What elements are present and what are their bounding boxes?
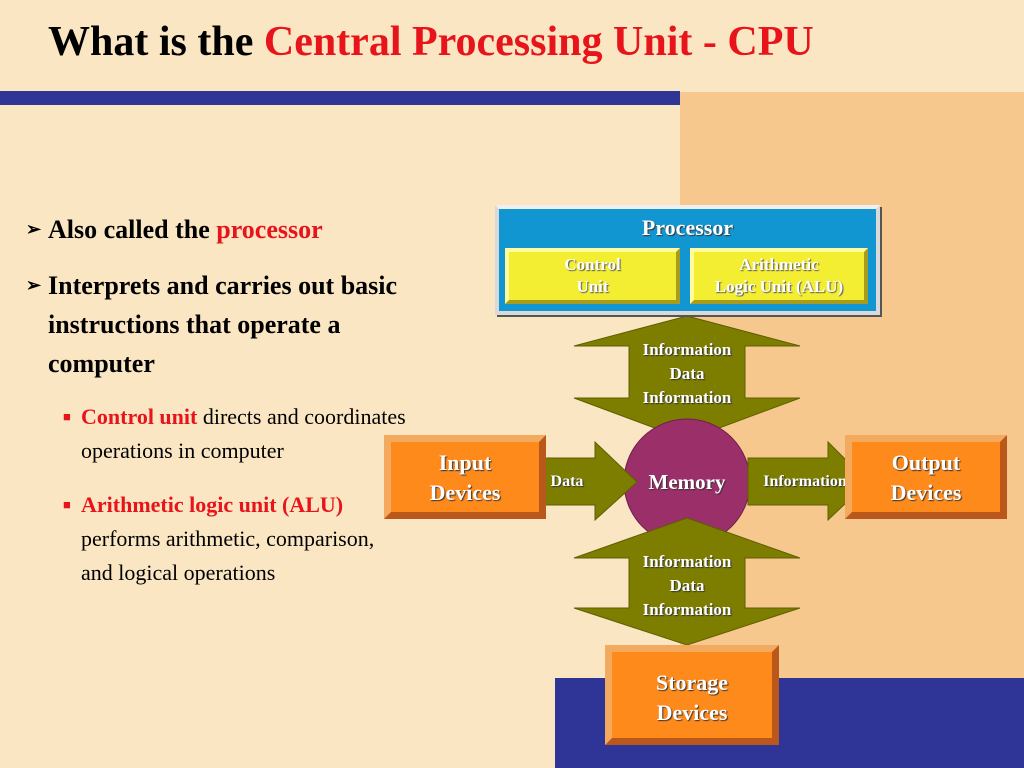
title-rule	[0, 91, 680, 105]
bullet-text: Also called the	[48, 215, 217, 244]
top-arrow-line3: Information	[642, 388, 732, 407]
subbullet-text: directs and coordinates operations in co…	[81, 404, 406, 463]
output-devices-box: Output Devices	[845, 435, 1007, 519]
subbullet-item: ■ Control unit directs and coordinates o…	[63, 400, 406, 468]
bottom-arrow-label: Information Data Information	[620, 550, 754, 622]
input-devices-line1: Input	[438, 450, 492, 475]
input-devices-line2: Devices	[429, 480, 501, 505]
top-arrow-label: Information Data Information	[620, 338, 754, 410]
subbullet-item: ■ Arithmetic logic unit (ALU) performs a…	[63, 488, 406, 590]
input-devices-box: Input Devices	[384, 435, 546, 519]
square-bullet-icon: ■	[63, 409, 71, 424]
processor-label: Processor	[641, 215, 734, 240]
top-arrow-line2: Data	[669, 364, 705, 383]
bullet-item: ➢ Interprets and carries out basic instr…	[26, 266, 406, 383]
subbullet-highlight: Control unit	[81, 404, 198, 429]
left-arrow	[537, 440, 638, 522]
bottom-arrow-line1: Information	[642, 552, 732, 571]
bullet-item: ➢ Also called the processor	[26, 210, 406, 249]
bullet-list: ➢ Also called the processor ➢ Interprets…	[26, 210, 406, 610]
output-devices-line1: Output	[891, 450, 961, 475]
title-highlight: Central Processing Unit - CPU	[263, 19, 814, 65]
title-prefix: What is the	[48, 19, 264, 65]
storage-devices-line1: Storage	[655, 670, 729, 695]
bottom-arrow-line3: Information	[642, 600, 732, 619]
bullet-text: Interprets and carries out basic instruc…	[48, 271, 398, 378]
slide-title: What is the Central Processing Unit - CP…	[48, 18, 814, 66]
top-arrow-line1: Information	[642, 340, 732, 359]
right-arrow-label: Information	[763, 473, 847, 490]
square-bullet-icon: ■	[63, 497, 71, 512]
output-devices-line2: Devices	[890, 480, 962, 505]
storage-devices-line2: Devices	[656, 700, 728, 725]
control-unit-label-line1: Control	[564, 255, 621, 274]
storage-devices-box: Storage Devices	[605, 645, 779, 745]
bullet-highlight: processor	[216, 215, 323, 244]
subbullet-highlight: Arithmetic logic unit (ALU)	[81, 492, 344, 517]
memory-label: Memory	[648, 470, 726, 494]
alu-label-line1: Arithmetic	[739, 255, 819, 274]
arrow-bullet-icon: ➢	[26, 275, 42, 295]
alu-box: Arithmetic Logic Unit (ALU)	[690, 248, 868, 304]
arrow-bullet-icon: ➢	[26, 219, 42, 239]
control-unit-label-line2: Unit	[576, 277, 609, 296]
alu-label-line2: Logic Unit (ALU)	[714, 277, 844, 296]
subbullet-text: performs arithmetic, comparison, and log…	[81, 526, 375, 585]
bottom-arrow-line2: Data	[669, 576, 705, 595]
left-arrow-label: Data	[550, 473, 584, 490]
control-unit-box: Control Unit	[505, 248, 680, 304]
